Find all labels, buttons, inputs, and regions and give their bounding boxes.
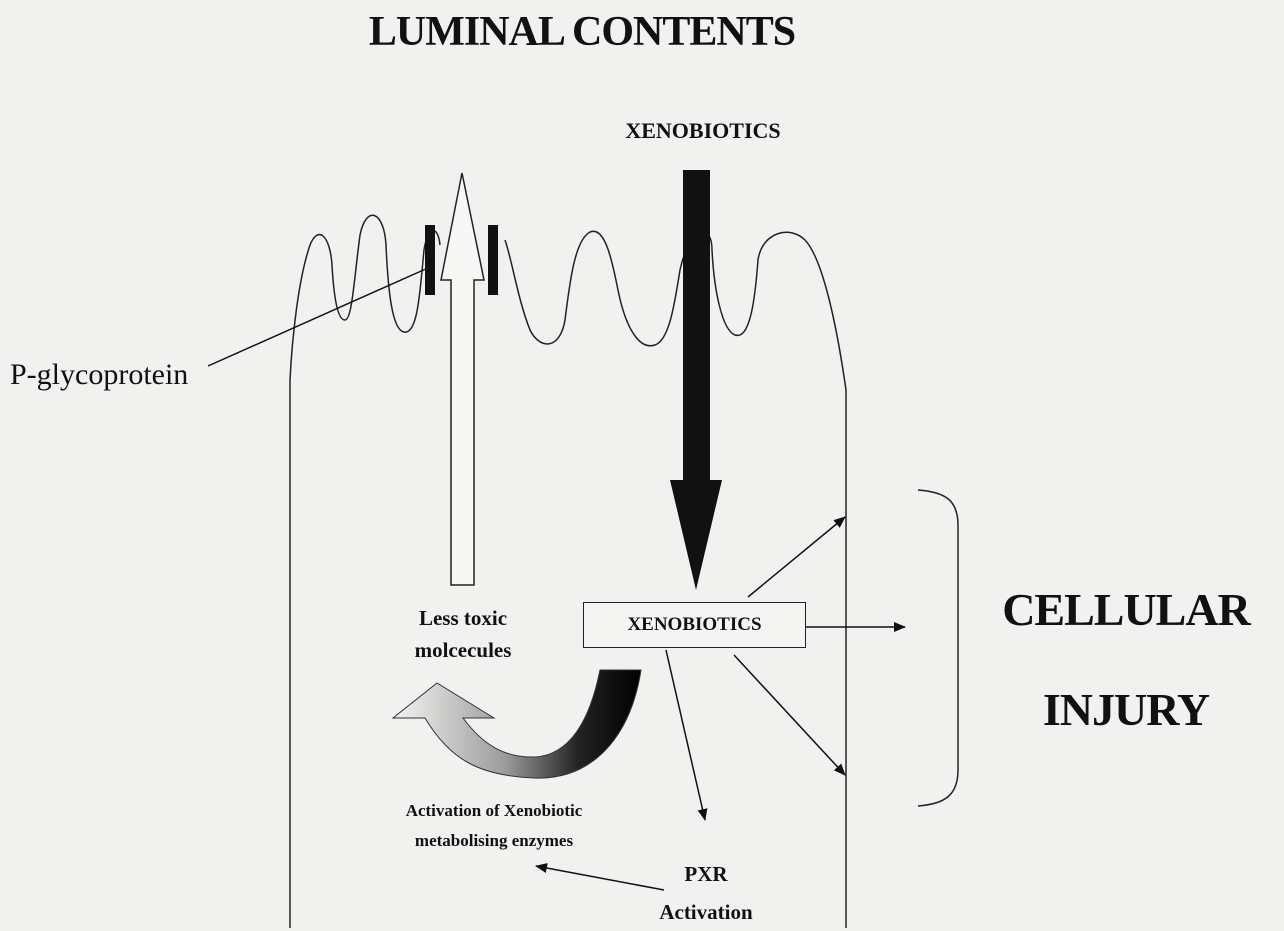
pgp-bar-left xyxy=(425,225,435,295)
label-xenobiotics-top: XENOBIOTICS xyxy=(598,118,808,144)
pxr-arrow xyxy=(666,650,705,820)
injury-arrow-down xyxy=(734,655,845,775)
pgp-pointer xyxy=(208,268,428,366)
label-cellular-injury: CELLULAR INJURY xyxy=(976,560,1276,760)
injury-arrow-up xyxy=(748,517,845,597)
xenobiotic-influx-arrow xyxy=(670,170,722,590)
label-p-glycoprotein: P-glycoprotein xyxy=(10,358,188,392)
label-activation-enzymes: Activation of Xenobiotic metabolising en… xyxy=(360,796,628,856)
metabolism-curved-arrow xyxy=(393,670,641,778)
injury-bracket xyxy=(918,490,958,806)
label-pxr-activation: PXR Activation xyxy=(636,855,776,931)
title-luminal-contents: LUMINAL CONTENTS xyxy=(0,8,1164,56)
box-xenobiotics: XENOBIOTICS xyxy=(583,602,806,648)
efflux-arrow xyxy=(441,173,484,585)
label-less-toxic-molecules: Less toxic molcecules xyxy=(388,602,538,666)
pgp-bar-right xyxy=(488,225,498,295)
